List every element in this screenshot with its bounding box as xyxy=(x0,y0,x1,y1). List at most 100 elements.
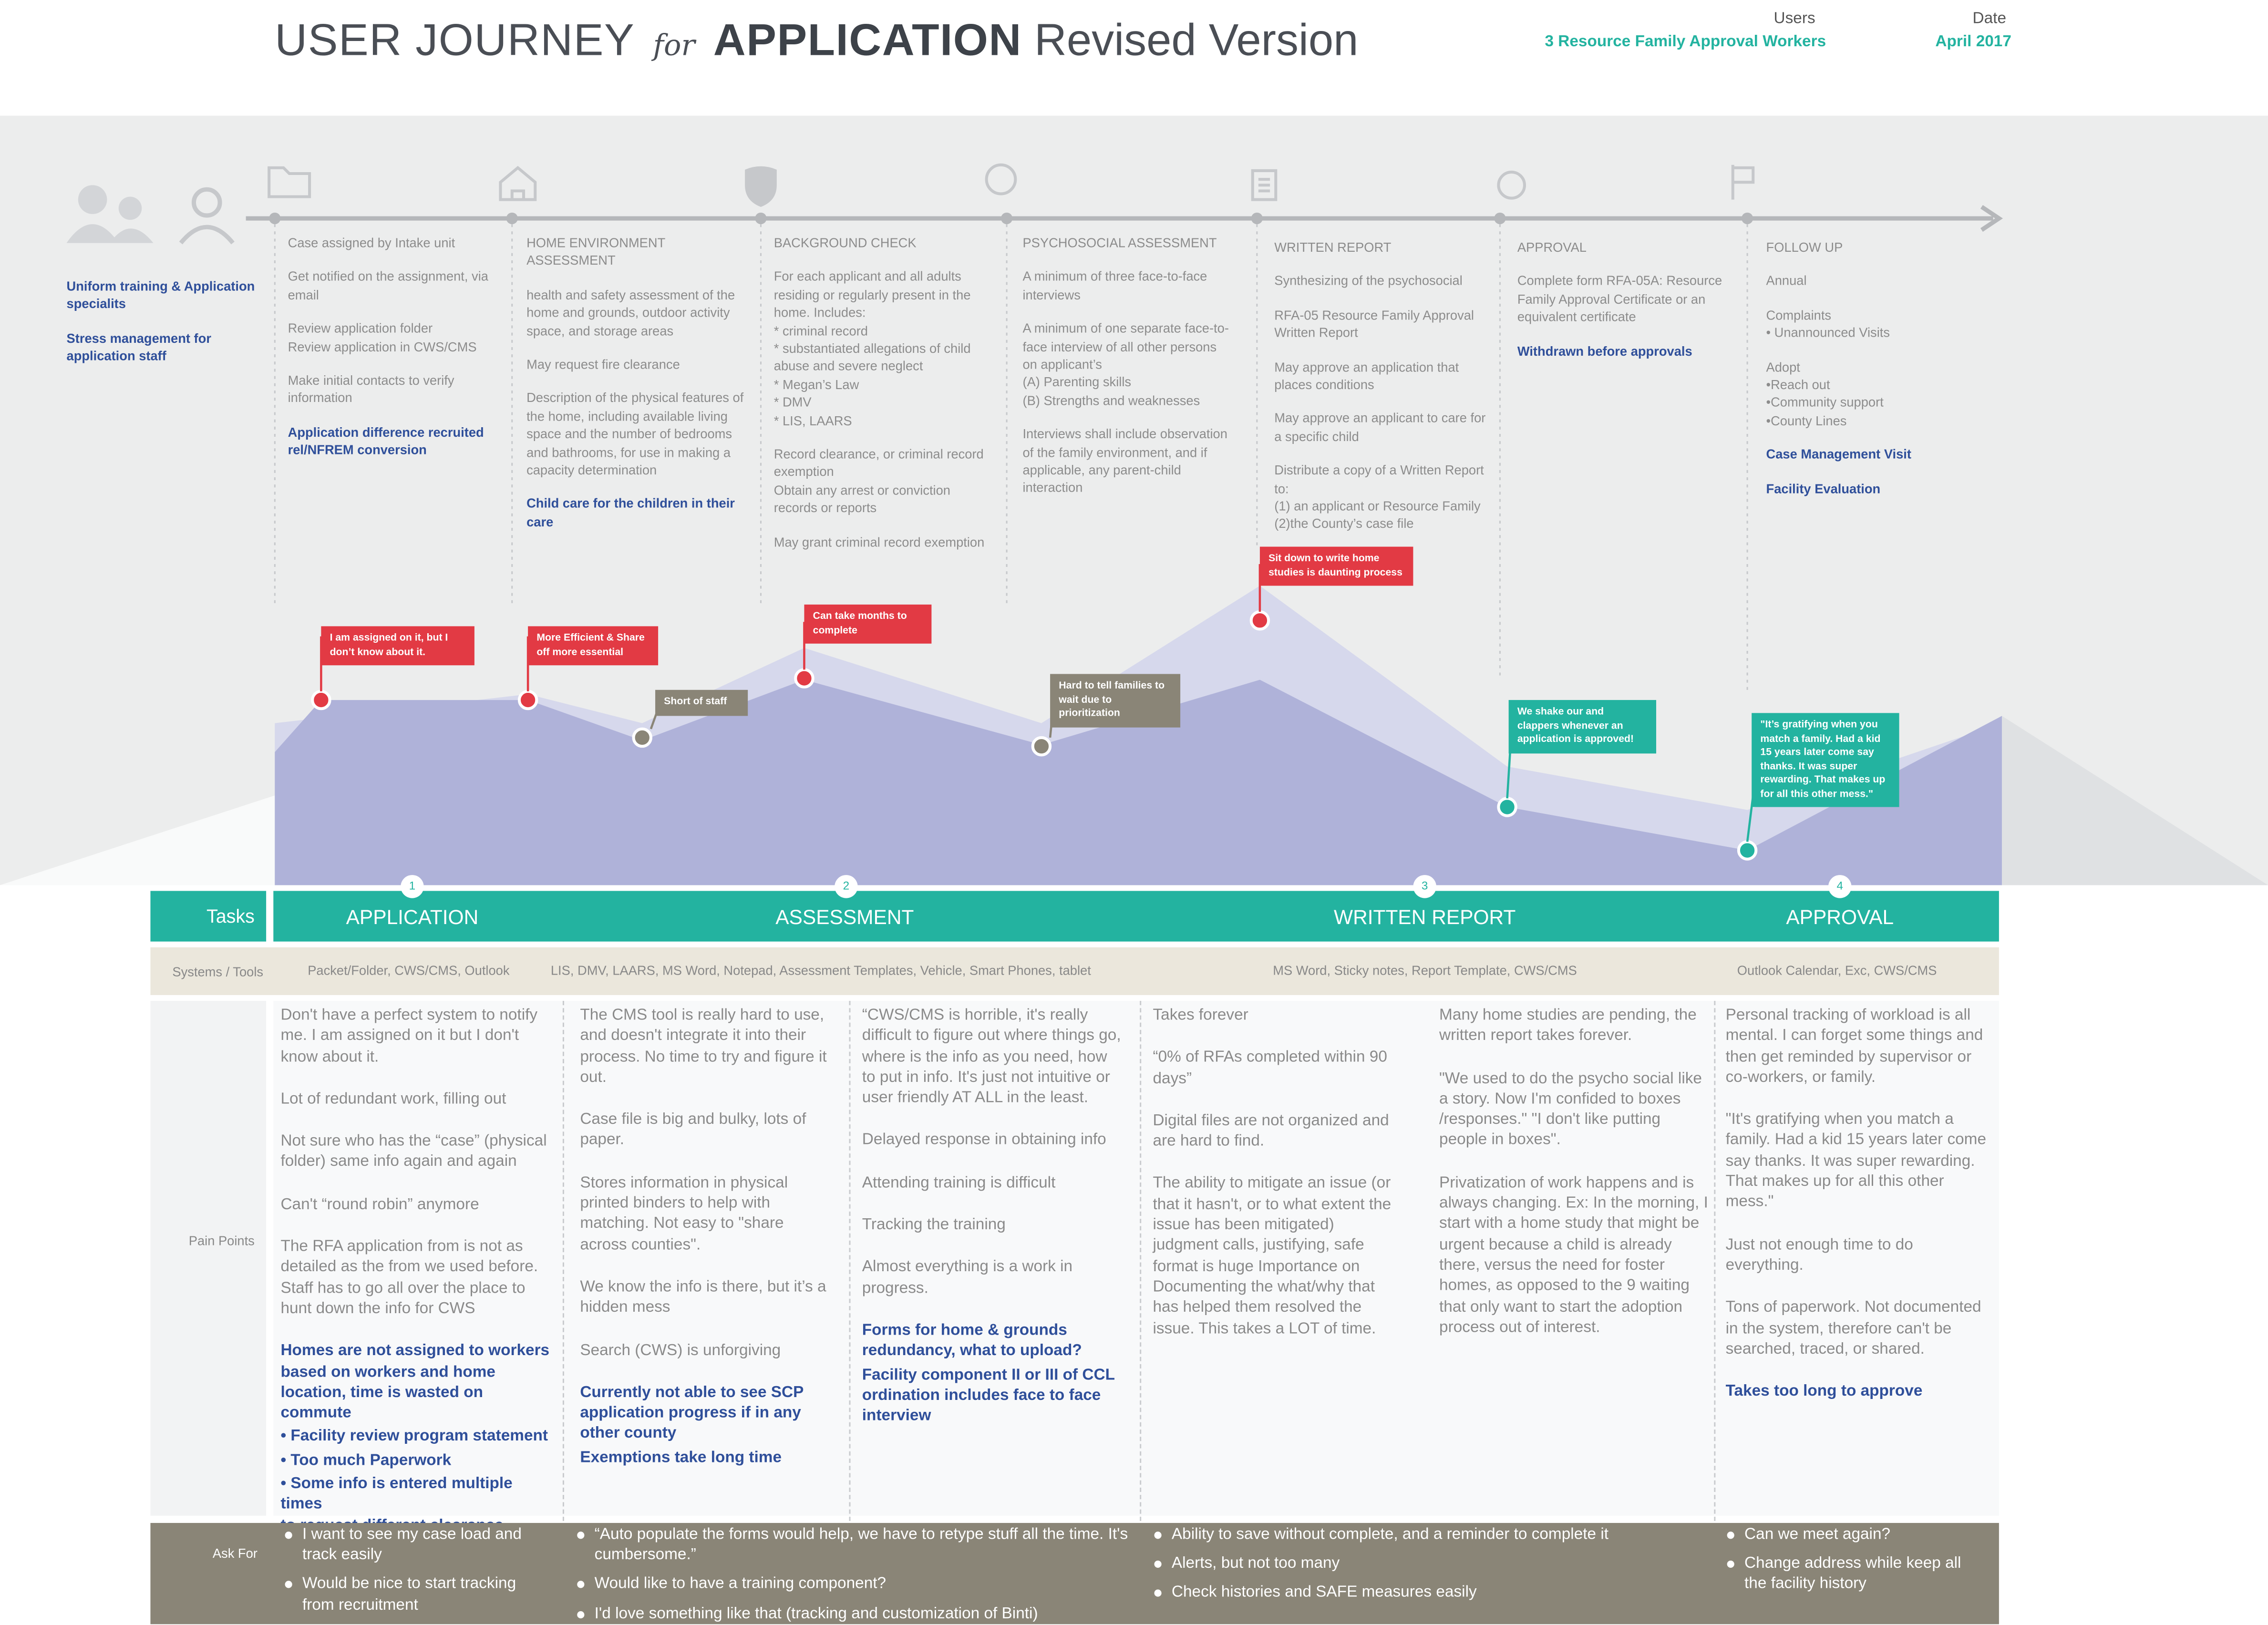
ask-item: I'd love something like that (tracking a… xyxy=(574,1604,1131,1624)
task-number: 1 xyxy=(401,875,424,898)
tool-item: Packet/Folder, CWS/CMS, Outlook xyxy=(308,963,510,978)
pain-point: Forms for home & grounds redundancy, wha… xyxy=(862,1322,1082,1360)
psychology-icon xyxy=(985,163,1017,195)
tool-item: Outlook Calendar, Exc, CWS/CMS xyxy=(1737,963,1937,978)
stage-item: Interviews shall include observation of … xyxy=(1022,427,1227,495)
stage-item: Application difference recruited rel/NFR… xyxy=(288,425,484,458)
pain-point: Personal tracking of workload is all men… xyxy=(1725,1007,1983,1086)
task-name: APPROVAL xyxy=(1786,905,1894,929)
pain-point: Facility component II or III of CCL ordi… xyxy=(862,1366,1115,1425)
pain-point: The RFA application from is not as detai… xyxy=(280,1238,538,1318)
task-number: 4 xyxy=(1828,875,1852,898)
users-label: Users xyxy=(1773,10,1815,28)
pain-point: "It's gratifying when you match a family… xyxy=(1725,1111,1987,1211)
pain-lane xyxy=(273,1000,1999,1516)
column-divider xyxy=(1140,1000,1142,1623)
users-icon xyxy=(66,185,154,243)
pain-point: Just not enough time to do everything. xyxy=(1725,1236,1913,1275)
journey-chart xyxy=(0,163,2268,885)
pain-column: Many home studies are pending, the writt… xyxy=(1439,1005,1708,1360)
joy-marker xyxy=(1497,797,1517,817)
task-name: WRITTEN REPORT xyxy=(1333,905,1516,929)
task-number: 3 xyxy=(1413,875,1436,898)
tasks-lane xyxy=(273,891,1999,942)
pain-point: Takes forever xyxy=(1153,1007,1248,1024)
pain-marker xyxy=(632,727,652,748)
users-value: 3 Resource Family Approval Workers xyxy=(1545,33,1826,51)
stage-item: Adopt •Reach out •Community support •Cou… xyxy=(1766,360,1884,428)
pain-column: Don't have a perfect system to notify me… xyxy=(280,1005,549,1539)
finish-flag-icon xyxy=(1731,165,1755,200)
shield-icon xyxy=(745,166,777,207)
pain-marker xyxy=(311,689,331,710)
left-notes: Uniform training & Application specialit… xyxy=(67,278,262,381)
pain-point: Takes too long to approve xyxy=(1725,1383,1923,1400)
stage-column: BACKGROUND CHECK For each applicant and a… xyxy=(774,234,994,567)
ask-column: Can we meet again?Change address while k… xyxy=(1724,1524,1985,1604)
tasks-label: Tasks xyxy=(206,905,255,927)
user-icon xyxy=(179,187,235,245)
stage-title: BACKGROUND CHECK xyxy=(773,236,917,250)
left-note: Stress management for application staff xyxy=(66,331,211,363)
pain-marker xyxy=(794,668,814,689)
stage-item: health and safety assessment of the home… xyxy=(526,288,735,338)
ask-item: “Auto populate the forms would help, we … xyxy=(574,1524,1131,1565)
joy-marker xyxy=(1737,840,1758,861)
stage-item: Withdrawn before approvals xyxy=(1517,343,1692,359)
pain-point: Homes are not assigned to workers based … xyxy=(280,1342,550,1422)
tools-label: Systems / Tools xyxy=(172,965,264,979)
stage-title: HOME ENVIRONMENT ASSESSMENT xyxy=(526,236,665,268)
stage-item: May approve an application that places c… xyxy=(1274,360,1459,392)
pain-point: “CWS/CMS is horrible, it's really diffic… xyxy=(862,1007,1121,1107)
ask-item: Ability to save without complete, and a … xyxy=(1151,1524,1686,1545)
tasks-label-cell: Tasks xyxy=(150,891,267,942)
quote-bubble: We shake our and clappers whenever an ap… xyxy=(1508,700,1657,753)
stage-item: Annual xyxy=(1766,274,1807,288)
stage-item: Facility Evaluation xyxy=(1766,481,1881,496)
pain-point: Don't have a perfect system to notify me… xyxy=(280,1007,538,1066)
pain-point: Not sure who has the “case” (physical fo… xyxy=(280,1132,547,1171)
date-value: April 2017 xyxy=(1935,33,2011,51)
pain-point: Search (CWS) is unforgiving xyxy=(580,1341,781,1359)
column-divider xyxy=(849,1000,851,1623)
ask-column: Ability to save without complete, and a … xyxy=(1151,1524,1686,1612)
date-label: Date xyxy=(1972,10,2007,28)
stage-item: Child care for the children in their car… xyxy=(526,496,735,529)
pain-point: Lot of redundant work, filling out xyxy=(280,1090,506,1108)
quote-bubble: Short of staff xyxy=(655,689,748,715)
pain-column: Personal tracking of workload is all men… xyxy=(1726,1005,1992,1405)
ask-column: “Auto populate the forms would help, we … xyxy=(574,1524,1131,1625)
pain-point: Digital files are not organized and are … xyxy=(1153,1112,1389,1150)
pain-label: Pain Points xyxy=(188,1234,255,1248)
ask-item: I want to see my case load and track eas… xyxy=(282,1524,528,1565)
stage-item: Complete form RFA-05A: Resource Family A… xyxy=(1517,274,1722,325)
stage-item: Review application folder Review applica… xyxy=(288,321,477,354)
stage-item: May grant criminal record exemption xyxy=(773,535,985,549)
stage-item: May approve an applicant to care for a s… xyxy=(1274,411,1486,444)
task-name: ASSESSMENT xyxy=(775,905,914,929)
stage-title: WRITTEN REPORT xyxy=(1274,240,1392,255)
stage-item: Record clearance, or criminal record exe… xyxy=(773,447,984,515)
stage-column: HOME ENVIRONMENT ASSESSMENT health and sa… xyxy=(526,234,746,547)
pain-point: The CMS tool is really hard to use, and … xyxy=(580,1007,827,1086)
pain-column: The CMS tool is really hard to use, and … xyxy=(580,1005,829,1471)
pain-marker xyxy=(1249,610,1270,631)
pain-point: "We used to do the psycho social like a … xyxy=(1439,1070,1702,1149)
report-icon xyxy=(1251,169,1278,201)
home-icon xyxy=(499,165,537,201)
tool-item: LIS, DMV, LAARS, MS Word, Notepad, Asses… xyxy=(550,963,1091,978)
pain-point: Delayed response in obtaining info xyxy=(862,1131,1106,1149)
quote-bubble: Hard to tell families to wait due to pri… xyxy=(1050,674,1181,727)
ask-item: Alerts, but not too many xyxy=(1151,1553,1686,1574)
stage-item: For each applicant and all adults residi… xyxy=(773,269,971,428)
quote-bubble: Can take months to complete xyxy=(804,604,932,644)
pain-point: • Too much Paperwork xyxy=(280,1451,452,1469)
stage-item: A minimum of three face-to-face intervie… xyxy=(1022,269,1207,302)
pain-point: Case file is big and bulky, lots of pape… xyxy=(580,1111,806,1149)
pain-point: The ability to mitigate an issue (or tha… xyxy=(1153,1175,1392,1337)
stage-item: Case assigned by Intake unit xyxy=(288,236,455,250)
ask-column: I want to see my case load and track eas… xyxy=(282,1524,528,1624)
pain-label-cell xyxy=(150,1000,267,1516)
